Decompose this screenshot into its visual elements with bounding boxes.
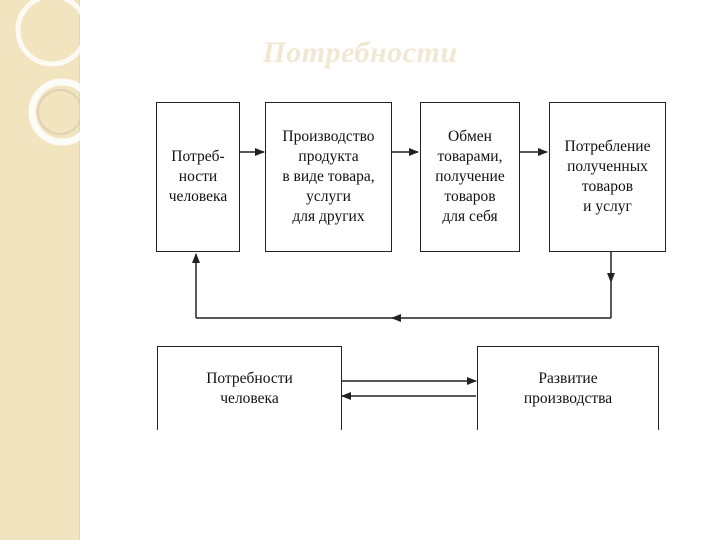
box-human-needs: Потреб- ности человека [156, 102, 240, 252]
box-production: Производство продукта в виде товара, усл… [265, 102, 392, 252]
box-consumption: Потребление полученных товаров и услуг [549, 102, 666, 252]
box-production-development: Развитие производства [477, 346, 659, 430]
decorative-side-panel [0, 0, 96, 540]
box-exchange: Обмен товарами, получение товаров для се… [420, 102, 520, 252]
box-bottom-human-needs: Потребности человека [157, 346, 342, 430]
slide-title: Потребности [262, 36, 458, 69]
